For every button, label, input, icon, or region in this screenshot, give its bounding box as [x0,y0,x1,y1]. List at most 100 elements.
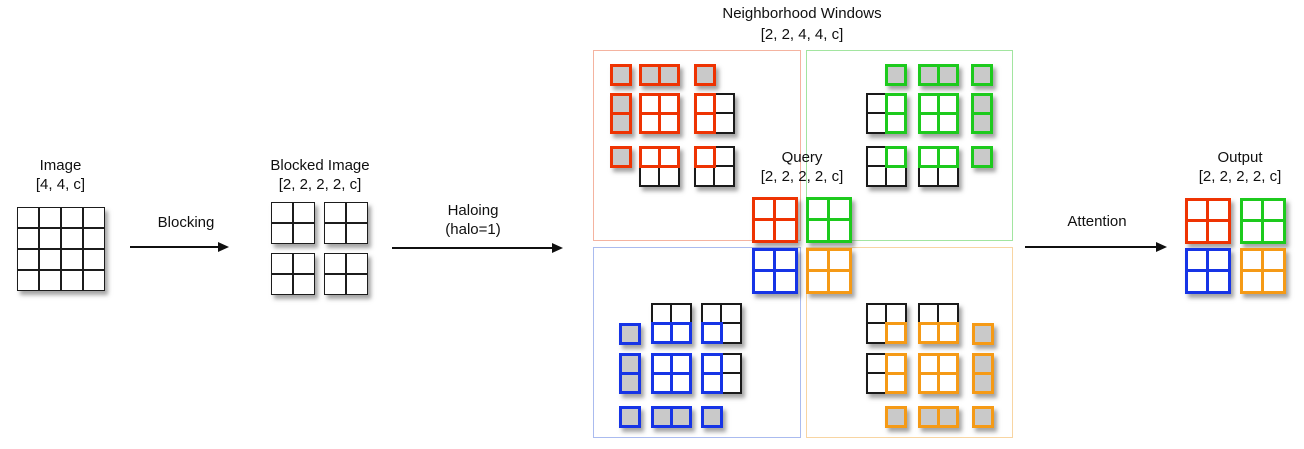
window-block [918,303,959,344]
halo-cell [885,406,907,428]
halo-cell [658,165,680,187]
halo-cell-pair [918,64,959,86]
blocked-image-label: Blocked Image [2, 2, 2, 2, c] [260,156,380,194]
grid-cell [827,218,852,243]
grid-cell [61,228,83,249]
query-grid-blue [752,248,798,294]
nw-bottom-left [593,247,801,438]
grid-cell [1261,219,1286,244]
halo-cell [619,323,641,345]
haloing-arrow-head [552,243,563,253]
grid-cell [271,202,293,223]
grid-cell [293,253,315,274]
halo-cell [720,372,742,394]
grid-cell [17,228,39,249]
query-label: Query [2, 2, 2, 2, c] [727,148,877,186]
window-block [639,146,680,187]
nw-top-right [806,50,1013,241]
halo-cell [670,372,692,394]
query-grid-red [752,197,798,243]
halo-cell-pair [972,353,994,394]
halo-cell [658,146,680,168]
blocking-arrow-label: Blocking [157,214,215,231]
halo-cell [972,323,994,345]
grid-cell [61,270,83,291]
halo-cell [720,322,742,344]
grid-cell [39,270,61,291]
grid-cell [1185,269,1210,294]
halo-cell [713,165,735,187]
halo-cell [885,322,907,344]
haloing-arrow-line [392,247,552,249]
window-block [694,146,735,187]
halo-cell [701,372,723,394]
output-grid-green [1240,198,1286,244]
window-block [866,93,907,134]
grid-cell [1206,219,1231,244]
blocked-image-shape: [2, 2, 2, 2, c] [278,176,362,193]
blocked-image-block-tl [271,202,315,244]
halo-cell [670,322,692,344]
grid-cell [83,228,105,249]
grid-cell [1185,219,1210,244]
grid-cell [83,249,105,270]
blocked-image-block-br [324,253,368,295]
window-block [866,146,907,187]
query-grid-green [806,197,852,243]
attention-arrow-label: Attention [1067,213,1127,230]
halo-cell [971,64,993,86]
halo-cell [619,372,641,394]
neighborhood-windows-label: Neighborhood Windows [2, 2, 4, 4, c] [652,3,952,45]
halo-cell [701,322,723,344]
grid-cell [17,270,39,291]
halo-cell [713,112,735,134]
query-shape: [2, 2, 2, 2, c] [760,168,844,185]
halo-cell [937,322,959,344]
grid-cell [61,207,83,228]
query-grid-orange [806,248,852,294]
window-block [918,93,959,134]
attention-arrow-line [1025,246,1156,248]
halo-cell [694,112,716,134]
image-title: Image [39,157,82,174]
window-block [639,93,680,134]
grid-cell [39,207,61,228]
halo-cell [610,112,632,134]
grid-cell [83,270,105,291]
grid-cell [39,249,61,270]
halo-cell [937,146,959,168]
grid-cell [324,274,346,295]
halo-cell [701,406,723,428]
halo-cell [610,64,632,86]
grid-cell [346,202,368,223]
nw-top-left [593,50,801,241]
halo-cell-pair [971,93,993,134]
halo-cell [619,406,641,428]
output-grid-red [1185,198,1231,244]
grid-cell [346,274,368,295]
window-block [918,353,959,394]
window-block [701,353,742,394]
halo-cell-pair [619,353,641,394]
haloing-label-line2: (halo=1) [445,221,501,238]
grid-cell [17,249,39,270]
halo-cell [972,372,994,394]
grid-cell [39,228,61,249]
halo-cell [885,146,907,168]
halo-cell [971,146,993,168]
grid-cell [773,218,798,243]
neighborhood-windows-shape: [2, 2, 4, 4, c] [760,26,844,43]
haloing-label-line1: Haloing [447,202,499,219]
halo-cell [670,406,692,428]
nw-bottom-right [806,247,1013,438]
image-grid [17,207,105,291]
halo-cell [937,406,959,428]
output-title: Output [1217,149,1263,166]
grid-cell [1206,269,1231,294]
halo-cell [885,64,907,86]
halo-cell-pair [610,93,632,134]
blocked-image-block-bl [271,253,315,295]
window-block [866,303,907,344]
grid-cell [293,202,315,223]
